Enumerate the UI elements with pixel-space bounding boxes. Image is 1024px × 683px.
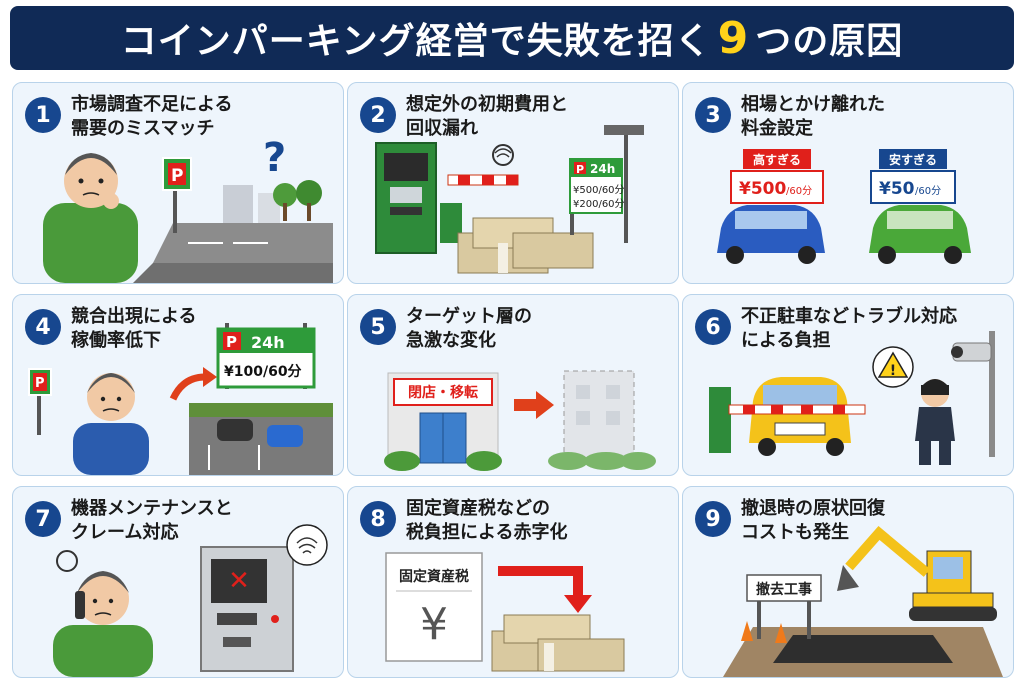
cause-title-line2: クレーム対応 (71, 522, 179, 544)
sign-24h: 24h (251, 333, 285, 352)
cause-card-4: P P 24h ¥100/60分 4 競合出現による 稼働率低下 (12, 294, 344, 476)
cause-card-5: 閉店・移転 5 ターゲット層の 急激な変化 (347, 294, 679, 476)
cause-title-line1: 撤退時の原状回復 (741, 498, 885, 519)
cause-number-badge: 7 (25, 501, 61, 537)
cause-title: 想定外の初期費用と 回収漏れ (406, 93, 666, 142)
cause-title: 競合出現による 稼働率低下 (71, 305, 331, 354)
high-price-unit: /60分 (786, 185, 812, 197)
low-price-unit: /60分 (915, 185, 941, 197)
cause-number-badge: 1 (25, 97, 61, 133)
title-banner: コインパーキング経営で失敗を招く 9 つの原因 (10, 6, 1014, 70)
maintenance-illustration: ✕ (53, 524, 328, 677)
price-setting-illustration: 高すぎる ¥500 /60分 安すぎる ¥50 /60分 (717, 149, 971, 264)
competitor-illustration: P P 24h ¥100/60分 (28, 323, 333, 475)
cause-title: 市場調査不足による 需要のミスマッチ (71, 93, 331, 142)
cause-title: ターゲット層の 急激な変化 (406, 305, 666, 354)
cause-card-3: 高すぎる ¥500 /60分 安すぎる ¥50 /60分 3 相場とかけ離れた … (682, 82, 1014, 284)
cause-title-line2: による負担 (741, 330, 831, 352)
cause-title-line1: 不正駐車などトラブル対応 (741, 306, 957, 327)
svg-text:P: P (35, 376, 45, 391)
too-low-label: 安すぎる (889, 152, 937, 167)
cause-card-6: ! 6 不正駐車などトラブル対応 による負担 (682, 294, 1014, 476)
shop-sign: 閉店・移転 (408, 384, 478, 401)
cause-number-badge: 6 (695, 309, 731, 345)
tax-burden-illustration: 固定資産税 ¥ (385, 552, 625, 672)
sign-price-1: ¥500/60分 (573, 184, 625, 196)
market-mismatch-illustration: P ? (43, 135, 333, 283)
cause-card-9: 撤去工事 9 撤退時の原状回復 コストも発生 (682, 486, 1014, 678)
construction-board: 撤去工事 (756, 581, 812, 598)
document-title: 固定資産税 (399, 568, 469, 585)
warning-icon (877, 351, 909, 378)
question-mark-icon: ? (263, 135, 286, 181)
cause-title-line1: 相場とかけ離れた (741, 94, 885, 115)
sign-price: ¥100/60分 (224, 364, 302, 380)
cause-title: 相場とかけ離れた 料金設定 (741, 93, 1001, 142)
title-suffix: つの原因 (755, 21, 904, 62)
cause-title-line1: ターゲット層の (406, 306, 532, 327)
low-price: ¥50 (879, 179, 915, 199)
cause-number-badge: 2 (360, 97, 396, 133)
sign-24h: 24h (590, 162, 615, 176)
cause-title: 機器メンテナンスと クレーム対応 (71, 497, 331, 546)
high-price: ¥500 (739, 179, 786, 199)
cause-title-line1: 機器メンテナンスと (71, 498, 233, 519)
cause-title-line1: 固定資産税などの (406, 498, 550, 519)
frustration-icon (296, 537, 318, 554)
cause-title-line2: 急激な変化 (406, 330, 496, 352)
cause-title-line2: コストも発生 (741, 522, 849, 544)
restoration-illustration: 撤去工事 (723, 526, 1003, 677)
cause-title-line1: 市場調査不足による (71, 94, 233, 115)
svg-text:!: ! (890, 363, 896, 379)
cause-title-line2: 税負担による赤字化 (406, 522, 568, 544)
cause-card-2: P 24h ¥500/60分 ¥200/60分 2 想定外の初期費用と 回収漏れ (347, 82, 679, 284)
svg-text:P: P (576, 163, 584, 176)
yen-symbol: ¥ (420, 599, 448, 650)
sign-price-2: ¥200/60分 (573, 198, 625, 210)
error-x-icon: ✕ (228, 566, 250, 596)
cause-title-line2: 料金設定 (741, 118, 813, 140)
trouble-illustration: ! (709, 331, 995, 465)
cause-title-line2: 回収漏れ (406, 118, 478, 140)
cause-title: 固定資産税などの 税負担による赤字化 (406, 497, 666, 546)
cause-title: 撤退時の原状回復 コストも発生 (741, 497, 1001, 546)
cause-card-1: P ? 1 市場調査不足による 需要のミスマッチ (12, 82, 344, 284)
too-high-label: 高すぎる (753, 152, 801, 167)
cause-card-8: 固定資産税 ¥ 8 固定資産税などの 税負担による赤字化 (347, 486, 679, 678)
title-number: 9 (717, 12, 750, 64)
cause-number-badge: 8 (360, 501, 396, 537)
target-shift-illustration: 閉店・移転 (384, 370, 656, 471)
svg-text:P: P (226, 333, 237, 351)
cause-number-badge: 5 (360, 309, 396, 345)
cause-number-badge: 4 (25, 309, 61, 345)
cause-title-line1: 競合出現による (71, 306, 197, 327)
title-prefix: コインパーキング経営で失敗を招く (120, 21, 712, 62)
cause-title-line1: 想定外の初期費用と (406, 94, 568, 115)
cause-title-line2: 需要のミスマッチ (71, 118, 215, 140)
cause-number-badge: 3 (695, 97, 731, 133)
cause-number-badge: 9 (695, 501, 731, 537)
initial-cost-illustration: P 24h ¥500/60分 ¥200/60分 (375, 125, 644, 274)
cause-title: 不正駐車などトラブル対応 による負担 (741, 305, 1001, 354)
cause-title-line2: 稼働率低下 (71, 330, 161, 352)
svg-text:P: P (171, 166, 183, 186)
cause-card-7: ✕ 7 機器メンテナンスと クレーム対応 (12, 486, 344, 678)
